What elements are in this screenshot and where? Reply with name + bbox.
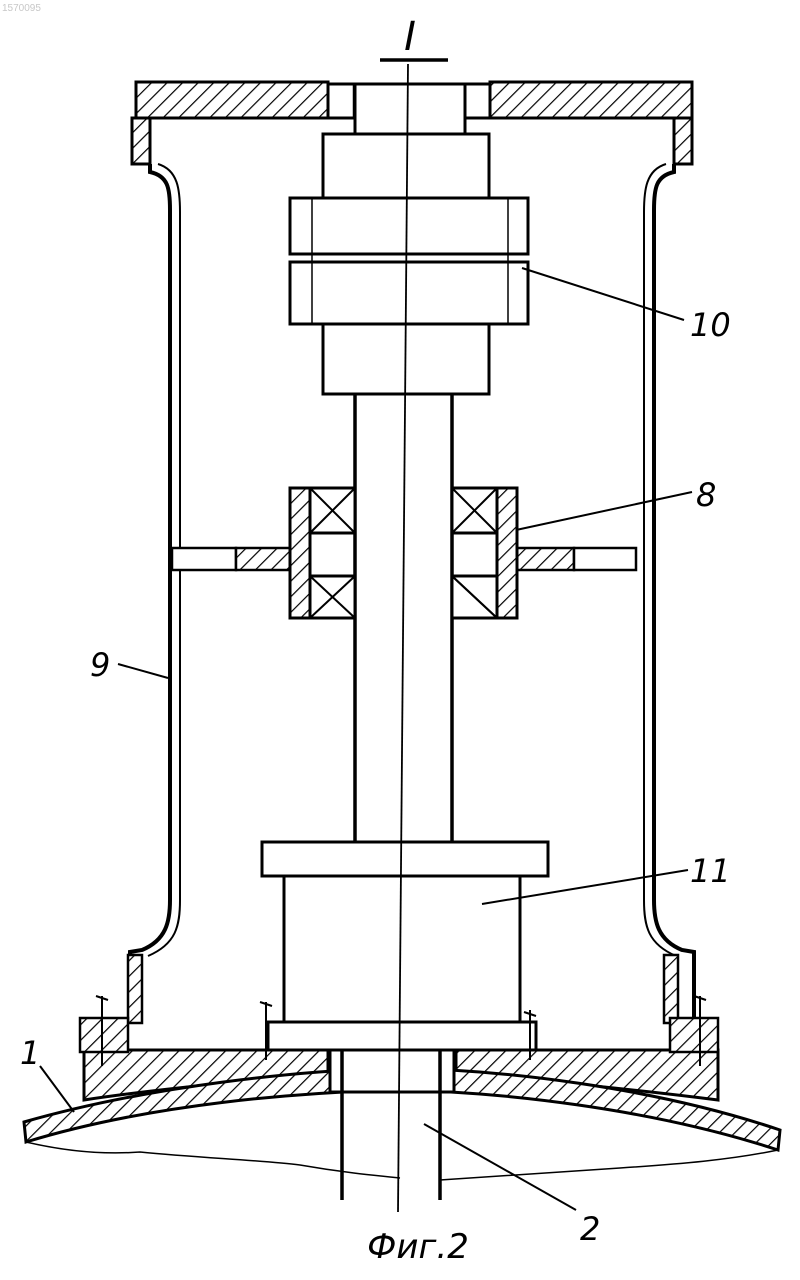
figure-caption: Фиг.2 (367, 1227, 469, 1267)
reference-mark: 1570095 (2, 3, 41, 14)
callout-11: 11 (690, 852, 731, 890)
callout-2: 2 (580, 1210, 600, 1248)
coupling-assembly (290, 84, 528, 394)
callout-1: 1 (20, 1034, 40, 1072)
callout-9: 9 (90, 646, 110, 684)
svg-text:I: I (404, 14, 416, 60)
section-mark: I (380, 14, 448, 60)
callout-8: 8 (696, 476, 716, 514)
callout-10: 10 (690, 306, 731, 344)
lower-unit (262, 842, 548, 1050)
